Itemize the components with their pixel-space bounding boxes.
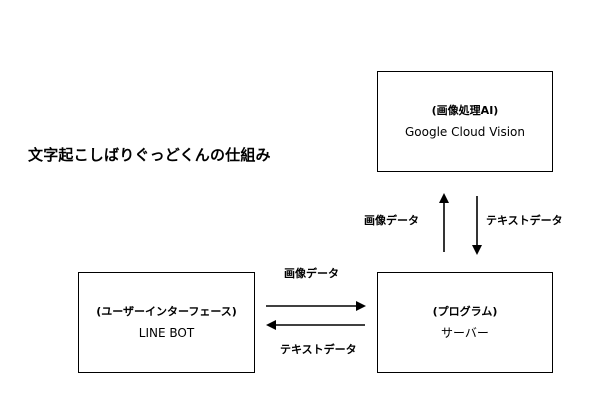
arrow-line-to-server — [266, 301, 366, 311]
line-bot-subtitle: (ユーザーインターフェース) — [96, 305, 237, 318]
line-bot-name: LINE BOT — [138, 326, 195, 340]
server-subtitle: (プログラム) — [432, 305, 498, 318]
edge-label-server-to-vision: 画像データ — [364, 214, 419, 227]
server-node: (プログラム) サーバー — [377, 272, 553, 373]
server-name: サーバー — [441, 326, 489, 340]
edge-label-vision-to-server: テキストデータ — [486, 214, 563, 227]
vision-ai-subtitle: (画像処理AI) — [431, 104, 499, 117]
vision-ai-node: (画像処理AI) Google Cloud Vision — [377, 71, 553, 172]
diagram-title: 文字起こしばりぐっどくんの仕組み — [28, 146, 271, 164]
edge-label-line-to-server: 画像データ — [284, 267, 339, 280]
arrow-server-to-vision — [439, 193, 449, 252]
arrow-vision-to-server — [472, 196, 482, 255]
arrow-server-to-line — [266, 320, 365, 330]
vision-ai-name: Google Cloud Vision — [404, 125, 526, 139]
edge-label-server-to-line: テキストデータ — [280, 343, 357, 356]
line-bot-node: (ユーザーインターフェース) LINE BOT — [78, 272, 255, 373]
